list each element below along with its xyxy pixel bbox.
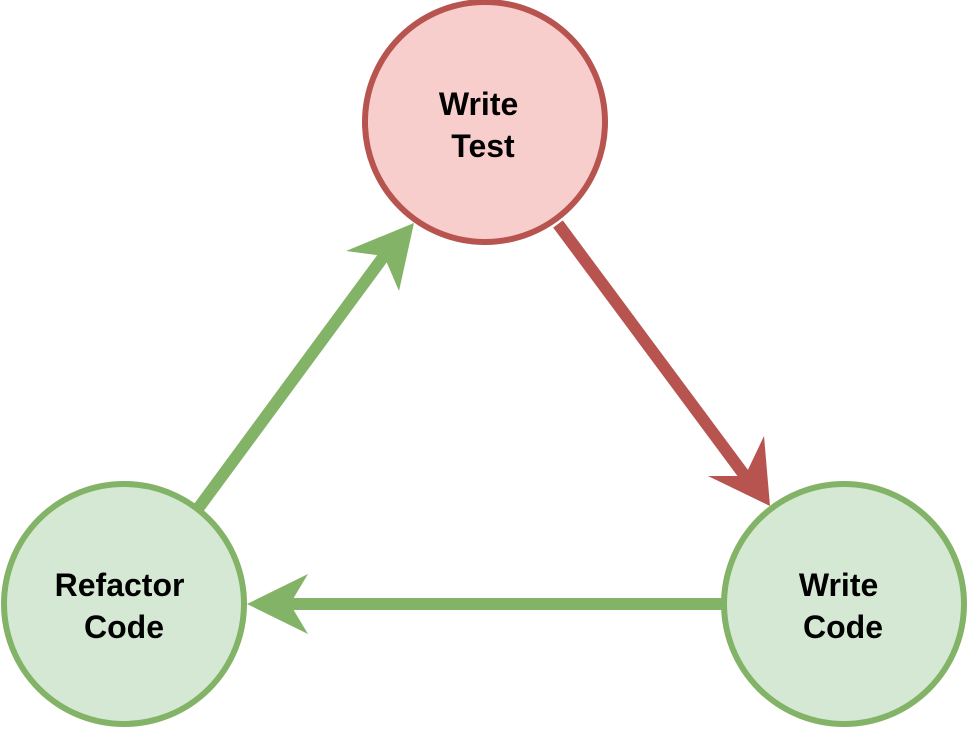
node-write-test[interactable]: Write Test bbox=[362, 0, 608, 245]
edge-line bbox=[553, 220, 750, 480]
node-label-line-2: Test bbox=[451, 128, 515, 164]
node-refactor-code[interactable]: Refactor Code bbox=[1, 481, 247, 727]
arrowhead-icon bbox=[247, 574, 308, 634]
node-label-line-1: Write bbox=[799, 567, 878, 603]
edge-refactor-code-to-write-test bbox=[192, 223, 414, 514]
node-label-line-1: Write bbox=[439, 86, 518, 122]
node-label: Write Test bbox=[439, 86, 527, 164]
edge-write-test-to-write-code bbox=[553, 220, 770, 506]
node-circle bbox=[721, 481, 967, 727]
edge-line bbox=[192, 252, 389, 514]
node-write-code[interactable]: Write Code bbox=[721, 481, 967, 727]
node-circle bbox=[1, 481, 247, 727]
node-label: Refactor Code bbox=[55, 567, 194, 645]
node-label-line-1: Refactor bbox=[55, 567, 185, 603]
node-label: Write Code bbox=[799, 567, 887, 645]
arrowhead-icon bbox=[708, 436, 770, 506]
arrowhead-icon bbox=[346, 223, 414, 291]
node-label-line-2: Code bbox=[84, 609, 164, 645]
node-label-line-2: Code bbox=[803, 609, 883, 645]
node-circle bbox=[362, 0, 608, 245]
edge-write-code-to-refactor-code bbox=[247, 574, 722, 634]
